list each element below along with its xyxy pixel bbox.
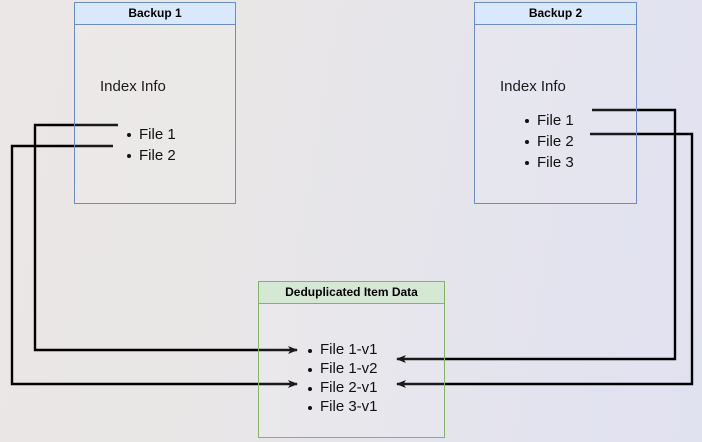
list-item: File 1-v1 bbox=[307, 340, 378, 359]
list-item: File 3 bbox=[524, 152, 574, 173]
node-backup1[interactable]: Backup 1 Index Info File 1 File 2 bbox=[74, 2, 236, 204]
list-item: File 2 bbox=[524, 131, 574, 152]
node-backup2[interactable]: Backup 2 Index Info File 1 File 2 File 3 bbox=[474, 2, 637, 204]
list-item: File 1 bbox=[126, 124, 176, 145]
node-backup2-title: Backup 2 bbox=[475, 3, 636, 25]
list-item: File 2-v1 bbox=[307, 378, 378, 397]
node-deduplicated-item-data[interactable]: Deduplicated Item Data File 1-v1 File 1-… bbox=[258, 281, 445, 438]
node-backup2-subtitle: Index Info bbox=[500, 78, 566, 95]
node-backup1-body: Index Info File 1 File 2 bbox=[75, 25, 235, 203]
node-backup1-file-list: File 1 File 2 bbox=[126, 124, 176, 166]
list-item: File 1-v2 bbox=[307, 359, 378, 378]
list-item: File 3-v1 bbox=[307, 397, 378, 416]
node-backup1-title: Backup 1 bbox=[75, 3, 235, 25]
node-deduplicated-item-data-body: File 1-v1 File 1-v2 File 2-v1 File 3-v1 bbox=[259, 304, 444, 437]
node-backup1-subtitle: Index Info bbox=[100, 78, 166, 95]
node-deduplicated-item-data-file-list: File 1-v1 File 1-v2 File 2-v1 File 3-v1 bbox=[307, 340, 378, 416]
list-item: File 1 bbox=[524, 110, 574, 131]
node-backup2-body: Index Info File 1 File 2 File 3 bbox=[475, 25, 636, 203]
list-item: File 2 bbox=[126, 145, 176, 166]
node-backup2-file-list: File 1 File 2 File 3 bbox=[524, 110, 574, 173]
node-deduplicated-item-data-title: Deduplicated Item Data bbox=[259, 282, 444, 304]
